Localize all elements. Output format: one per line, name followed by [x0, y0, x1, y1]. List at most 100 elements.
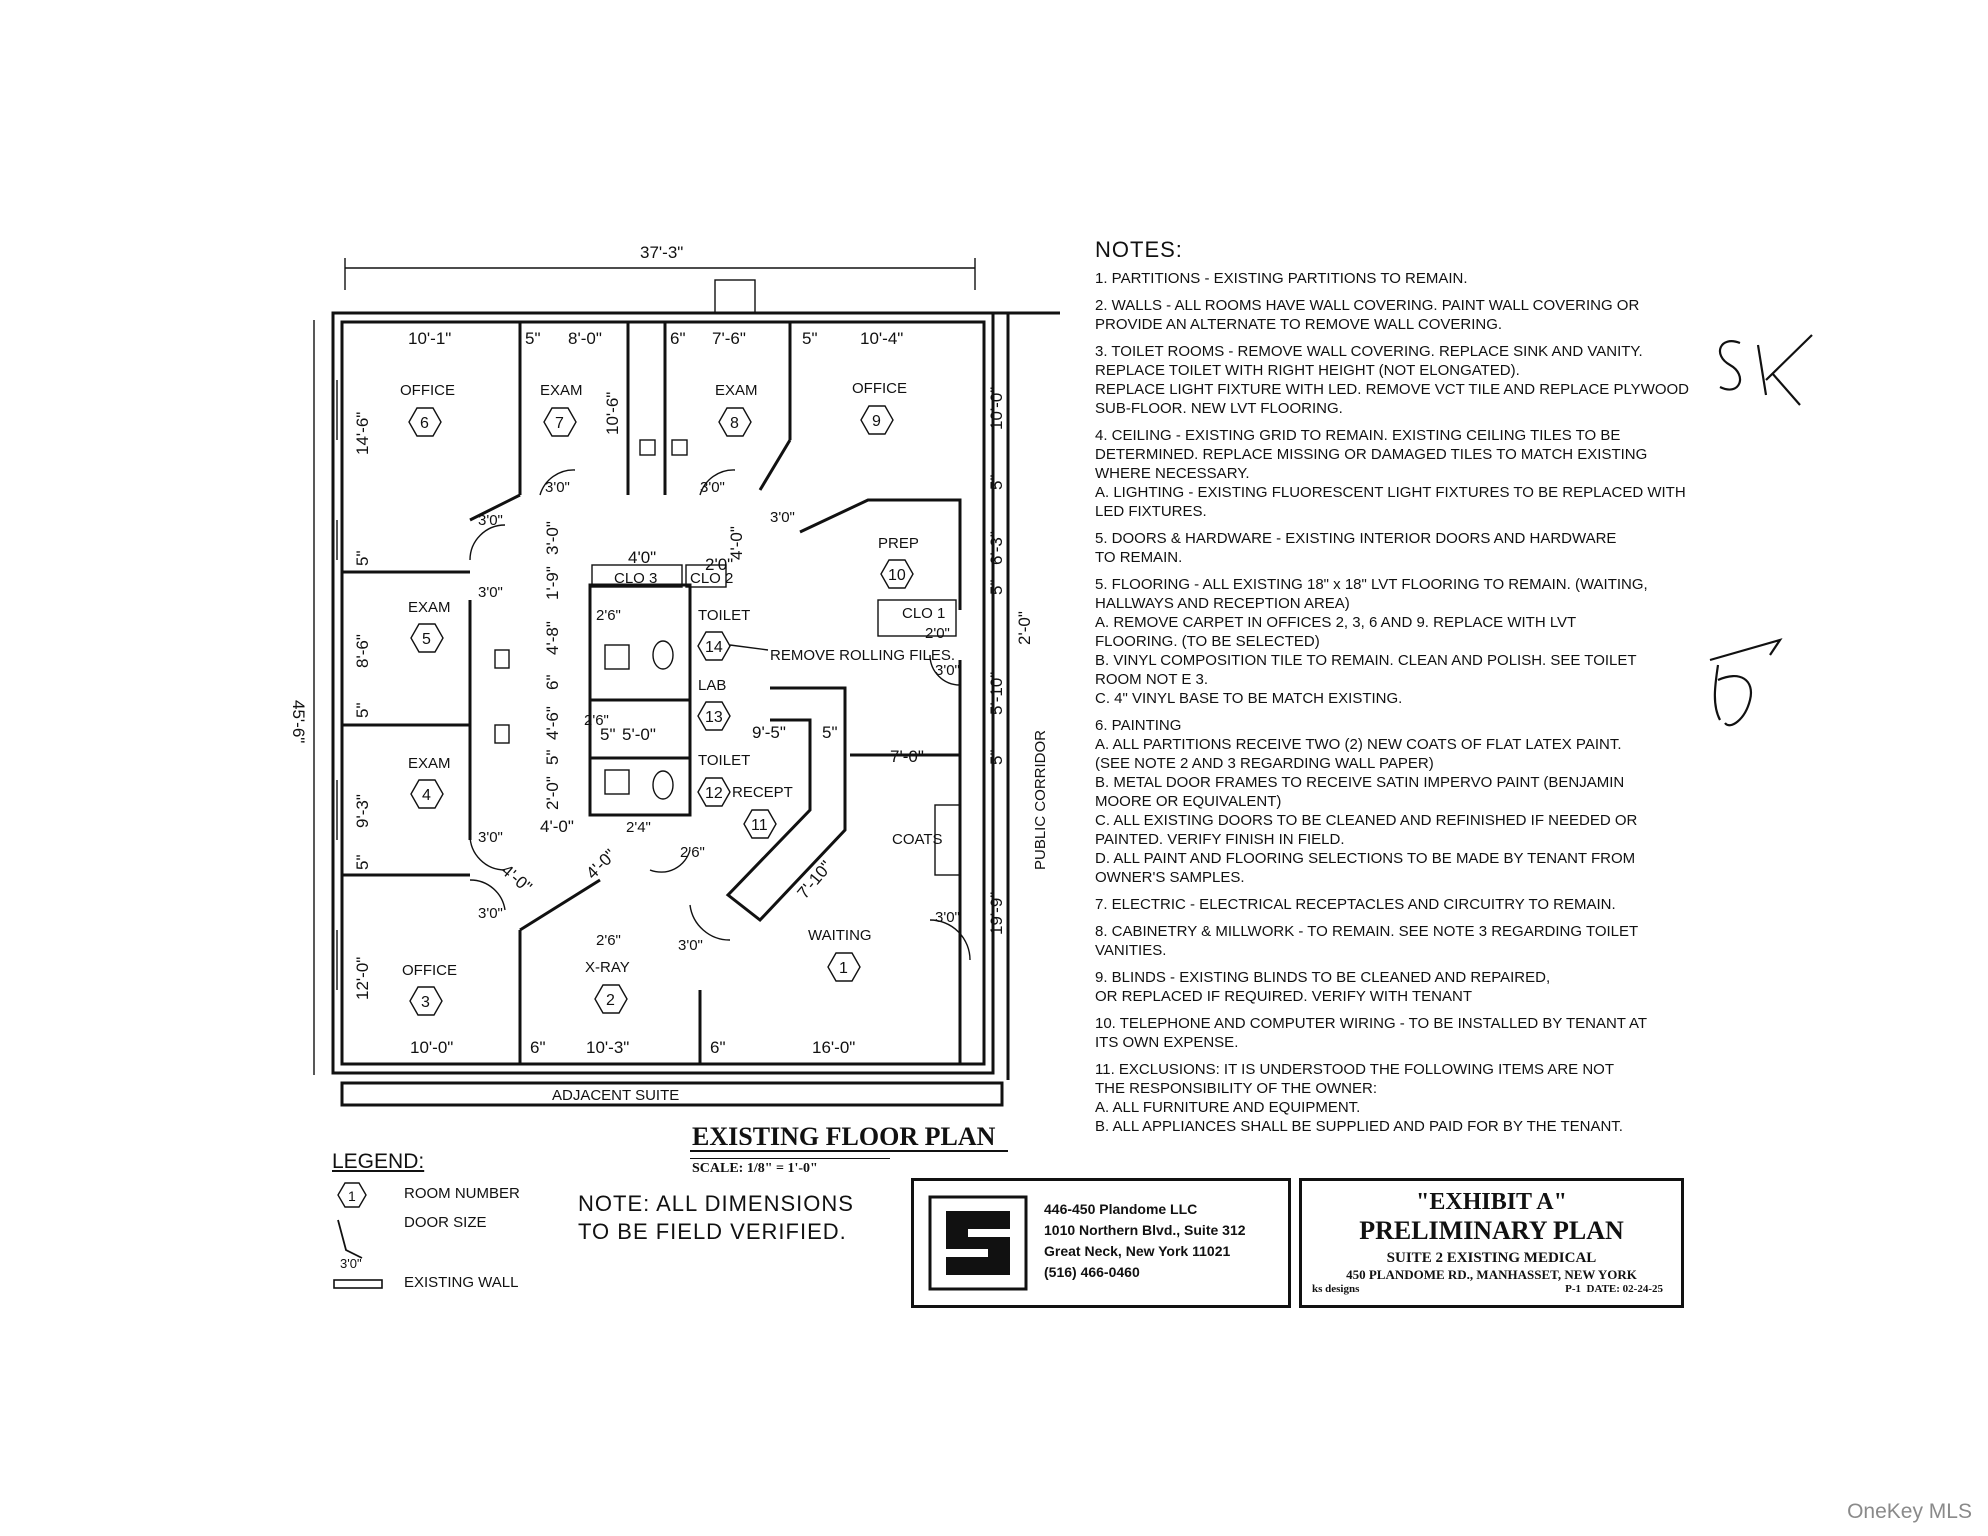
legend-door-size: DOOR SIZE: [404, 1214, 487, 1231]
room-number-10: 10: [888, 567, 906, 584]
note-line: 9. BLINDS - EXISTING BLINDS TO BE CLEANE…: [1095, 969, 1551, 986]
exhibit-label: "EXHIBIT A": [1416, 1189, 1567, 1215]
inner-dim-clo2: 2'0": [705, 555, 733, 574]
left-dim-2: 5": [353, 551, 372, 567]
note-line: OR REPLACED IF REQUIRED. VERIFY WITH TEN…: [1095, 988, 1472, 1005]
overall-width-dim: 37'-3": [640, 243, 683, 262]
inner-dim-lab-a: 5": [600, 725, 616, 744]
legend-symbols: 1 3'0": [333, 1182, 383, 1289]
left-dim-3: 8'-6": [353, 634, 372, 668]
door-tag: 3'0": [478, 829, 503, 846]
room-label-lab-13: LAB: [698, 677, 726, 694]
note-item: 7. ELECTRIC - ELECTRICAL RECEPTACLES AND…: [1095, 895, 1715, 914]
room-label-exam-5: EXAM: [408, 599, 451, 616]
handwritten-mark-icon: [1709, 638, 1783, 727]
top-dim-2: 5": [525, 329, 541, 348]
exhibit-date: DATE: 02-24-25: [1586, 1283, 1663, 1295]
room-label-waiting-1: WAITING: [808, 927, 872, 944]
note-line: ITS OWN EXPENSE.: [1095, 1034, 1239, 1051]
room-label-toilet-14: TOILET: [698, 607, 750, 624]
door-tag: 3'0": [935, 662, 960, 679]
note-line: 2. WALLS - ALL ROOMS HAVE WALL COVERING.…: [1095, 297, 1640, 314]
inner-dim-hall-d: 6": [543, 675, 562, 691]
closet-label-clo-2: CLO 2: [690, 570, 733, 587]
door-tag: 3'0": [478, 512, 503, 529]
door-tag: 3'0": [700, 479, 725, 496]
inner-dim-hall-g: 2'-0": [543, 776, 562, 810]
note-line: ROOM NOT E 3.: [1095, 671, 1209, 688]
wall-swatch-icon: [333, 1279, 383, 1289]
door-tag: 3'0": [770, 509, 795, 526]
inner-dim-diag-3: 4'-0": [727, 526, 746, 560]
room-label-office-9: OFFICE: [852, 380, 907, 397]
inner-dim-exam7: 10'-6": [603, 392, 622, 435]
handwritten-initials-icon: [1718, 334, 1813, 406]
room-label-office-6: OFFICE: [400, 382, 455, 399]
room-number-3: 3: [421, 994, 430, 1011]
door-tag: 3'0": [678, 937, 703, 954]
legend: LEGEND: 1 3'0" ROOM NUMBER DOOR SIZE EXI…: [332, 1150, 592, 1291]
note-line: A. ALL FURNITURE AND EQUIPMENT.: [1095, 1099, 1361, 1116]
room-number-13: 13: [705, 709, 723, 726]
right-dim-7: 5": [987, 750, 1006, 766]
overall-depth-dim: 45'-6": [289, 700, 308, 743]
room-label-office-3: OFFICE: [402, 962, 457, 979]
note-item: 1. PARTITIONS - EXISTING PARTITIONS TO R…: [1095, 269, 1715, 288]
note-line: 7. ELECTRIC - ELECTRICAL RECEPTACLES AND…: [1095, 896, 1616, 913]
floor-plan-drawing: 37'-3" 45'-6": [289, 243, 1060, 1145]
door-tag: 3'0": [478, 905, 503, 922]
right-dim-8: 19'-9": [987, 892, 1006, 935]
company-line-4: (516) 466-0460: [1044, 1264, 1140, 1280]
legend-room-number: ROOM NUMBER: [404, 1185, 520, 1202]
inner-dim-recept-w: 9'-5": [752, 723, 786, 742]
note-item: 3. TOILET ROOMS - REMOVE WALL COVERING. …: [1095, 342, 1715, 418]
notes-panel: NOTES: 1. PARTITIONS - EXISTING PARTITIO…: [1095, 239, 1715, 1144]
room-label-toilet-12: TOILET: [698, 752, 750, 769]
note-line: 1. PARTITIONS - EXISTING PARTITIONS TO R…: [1095, 270, 1468, 287]
top-dim-1: 10'-1": [408, 329, 451, 348]
right-dim-3: 6'-3": [987, 531, 1006, 565]
door-tag: 2'6": [596, 932, 621, 949]
exhibit-plan-type: PRELIMINARY PLAN: [1359, 1216, 1624, 1245]
door-tag: 2'6": [680, 844, 705, 861]
room-number-1: 1: [839, 960, 848, 977]
top-dim-7: 10'-4": [860, 329, 903, 348]
room-number-hexagon-icon: [337, 1182, 367, 1208]
door-tag: 2'4": [626, 819, 651, 836]
note-line: A. ALL PARTITIONS RECEIVE TWO (2) NEW CO…: [1095, 736, 1622, 753]
bottom-dim-5: 16'-0": [812, 1038, 855, 1057]
note-line: (SEE NOTE 2 AND 3 REGARDING WALL PAPER): [1095, 755, 1434, 772]
room-number-9: 9: [872, 413, 881, 430]
left-dim-1: 14'-6": [353, 412, 372, 455]
note-line: A. REMOVE CARPET IN OFFICES 2, 3, 6 AND …: [1095, 614, 1577, 631]
room-number-6: 6: [420, 415, 429, 432]
note-line: TO REMAIN.: [1095, 549, 1183, 566]
note-line: 3. TOILET ROOMS - REMOVE WALL COVERING. …: [1095, 343, 1643, 360]
exhibit-title-block: "EXHIBIT A" PRELIMINARY PLAN SUITE 2 EXI…: [1299, 1178, 1684, 1308]
exterior-wall: [331, 311, 995, 1075]
note-item: 9. BLINDS - EXISTING BLINDS TO BE CLEANE…: [1095, 968, 1715, 1006]
inner-dim-diag-2: 4'-0": [582, 845, 619, 882]
note-line: A. LIGHTING - EXISTING FLUORESCENT LIGHT…: [1095, 484, 1686, 501]
company-block: 446-450 Plandome LLC 1010 Northern Blvd.…: [911, 1178, 1291, 1308]
bottom-dim-2: 6": [530, 1038, 546, 1057]
note-line: THE RESPONSIBILITY OF THE OWNER:: [1095, 1080, 1377, 1097]
note-line: SUB-FLOOR. NEW LVT FLOORING.: [1095, 400, 1343, 417]
field-verify-note: NOTE: ALL DIMENSIONS TO BE FIELD VERIFIE…: [578, 1190, 854, 1246]
exhibit-suite: SUITE 2 EXISTING MEDICAL: [1386, 1250, 1597, 1266]
note-line: B. VINYL COMPOSITION TILE TO REMAIN. CLE…: [1095, 652, 1637, 669]
note-line: OWNER'S SAMPLES.: [1095, 869, 1245, 886]
note-item: 11. EXCLUSIONS: IT IS UNDERSTOOD THE FOL…: [1095, 1060, 1715, 1136]
title-underline: [690, 1150, 1008, 1152]
bottom-dim-4: 6": [710, 1038, 726, 1057]
note-line: PAINTED. VERIFY FINISH IN FIELD.: [1095, 831, 1345, 848]
legend-existing-wall: EXISTING WALL: [404, 1274, 519, 1291]
room-number-7: 7: [555, 415, 564, 432]
door-tag: 3'0": [545, 479, 570, 496]
door-swing-icon: [337, 1219, 363, 1259]
note-line: FLOORING. (TO BE SELECTED): [1095, 633, 1320, 650]
top-dim-5: 7'-6": [712, 329, 746, 348]
room-label-xray-2: X-RAY: [585, 959, 630, 976]
adjacent-suite-label: ADJACENT SUITE: [552, 1087, 679, 1104]
